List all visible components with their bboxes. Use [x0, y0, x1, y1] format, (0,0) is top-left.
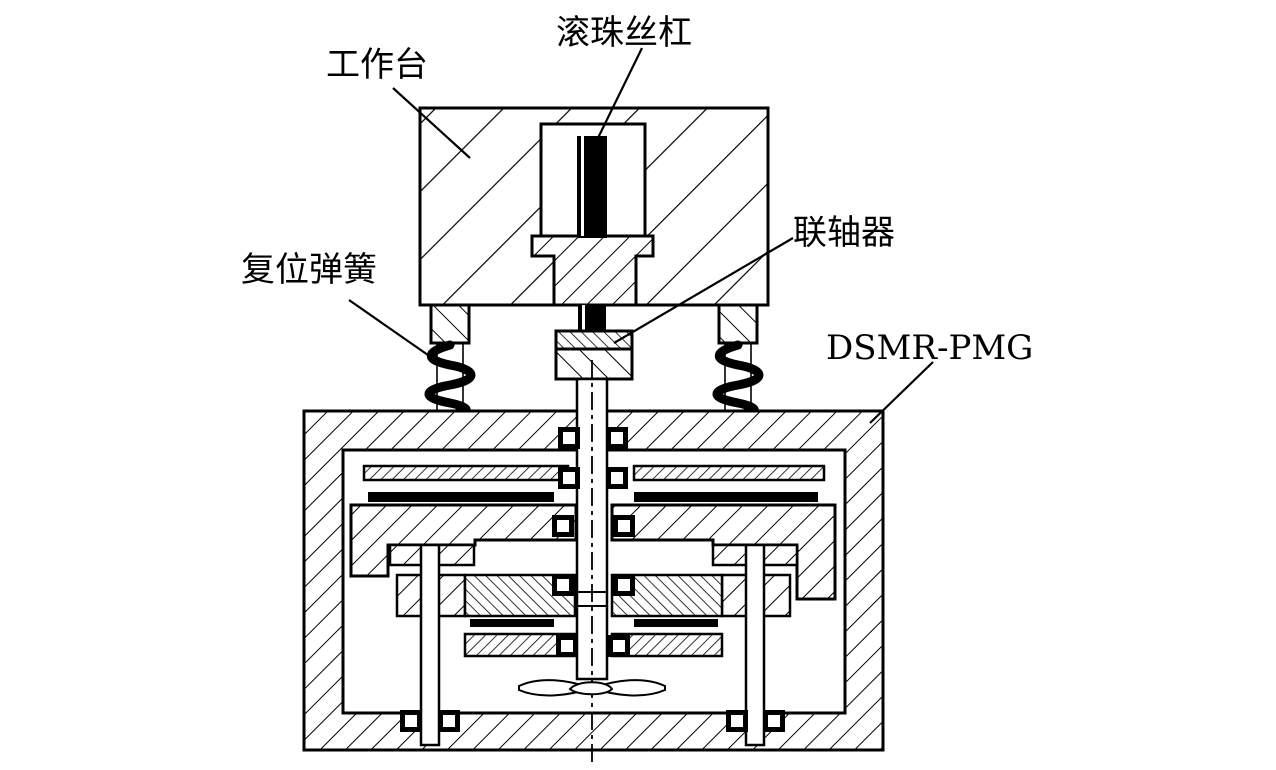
- main-shaft: [575, 360, 609, 765]
- vertical-rods: [419, 543, 766, 747]
- spring-post-left: [429, 303, 471, 414]
- spring-post-right: [717, 303, 759, 414]
- fan-blade: [518, 679, 666, 697]
- return-spring-left: [424, 340, 476, 418]
- worktable-block: [418, 106, 770, 307]
- label-dsmr-pmg: DSMR-PMG: [826, 328, 1033, 368]
- coupling: [554, 329, 634, 381]
- label-ball-screw: 滚珠丝杠: [556, 13, 692, 53]
- upper-disks: [362, 464, 826, 502]
- return-spring-right: [712, 340, 764, 418]
- leader-lines: [348, 47, 934, 424]
- label-coupling: 联轴器: [793, 213, 895, 253]
- ball-screw: [577, 136, 607, 331]
- label-return-spring: 复位弹簧: [241, 250, 377, 290]
- label-worktable: 工作台: [326, 45, 428, 85]
